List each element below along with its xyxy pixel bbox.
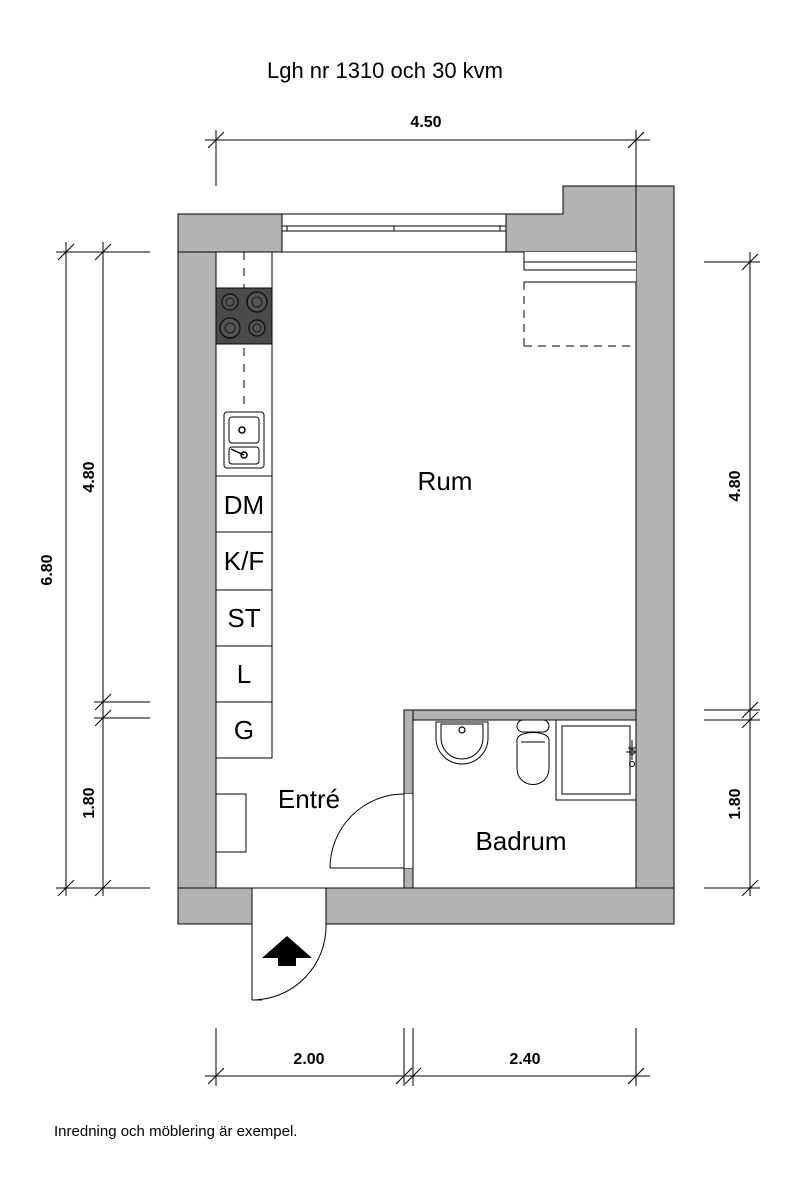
wall-left — [177, 213, 217, 925]
room-label-entre: Entré — [278, 784, 340, 814]
entry-shelf — [215, 793, 247, 853]
g-cabinet-label: G — [234, 715, 254, 745]
entrance-door[interactable] — [251, 888, 327, 1001]
room-label-badrum: Badrum — [475, 826, 566, 856]
toilet-icon — [516, 719, 550, 785]
wall-bath-left-lower — [403, 867, 414, 889]
shower-icon — [555, 719, 637, 801]
dimension-left-total-label: 6.80 — [39, 554, 56, 585]
dishwasher-label: DM — [224, 490, 264, 520]
l-cabinet-label: L — [237, 659, 251, 689]
fridge-freezer-label: K/F — [224, 546, 264, 576]
cupboard-label: ST — [227, 603, 260, 633]
washbasin-icon — [435, 721, 489, 765]
window-top — [281, 213, 507, 253]
kitchen-counter — [215, 251, 273, 477]
wardrobe — [523, 252, 636, 347]
wall-top-left — [177, 213, 283, 253]
dimension-left-upper-label: 4.80 — [81, 461, 98, 492]
dimension-top-label: 4.50 — [410, 114, 441, 131]
wall-bottom-left — [177, 887, 253, 925]
dimension-right-lower-label: 1.80 — [727, 788, 744, 819]
plan-title: Lgh nr 1310 och 30 kvm — [267, 58, 503, 83]
dimension-bottom-left-label: 2.00 — [293, 1051, 324, 1068]
dimension-left-lower-label: 1.80 — [81, 787, 98, 818]
dimension-right-upper-label: 4.80 — [727, 470, 744, 501]
footnote: Inredning och möblering är exempel. — [54, 1123, 297, 1140]
bathroom-door — [329, 793, 414, 869]
stove-icon — [215, 287, 273, 345]
wall-bath-left-upper — [403, 709, 414, 795]
dimension-bottom-right-label: 2.40 — [509, 1051, 540, 1068]
dimension-right: 4.80 1.80 — [704, 252, 760, 897]
dimension-top: 4.50 — [205, 114, 650, 186]
room-label-rum: Rum — [418, 466, 473, 496]
sink-icon — [223, 411, 265, 469]
appliance-units: DM K/F ST L G — [215, 475, 273, 759]
entrance-arrow-icon — [262, 936, 312, 966]
dimension-left-split: 4.80 1.80 — [81, 242, 150, 897]
wall-bath-top — [403, 709, 637, 721]
wall-right — [635, 185, 675, 925]
wall-bottom-right — [325, 887, 675, 925]
dimension-bottom: 2.00 2.40 — [205, 1028, 650, 1086]
